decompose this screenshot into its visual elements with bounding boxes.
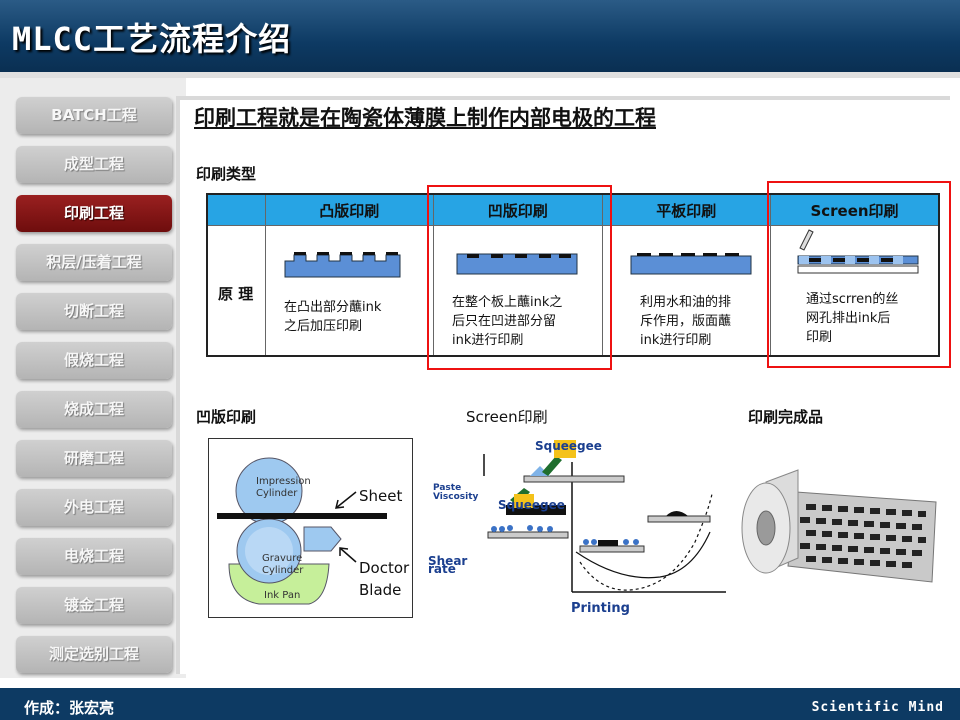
sidebar-item-firing[interactable]: 电烧工程 <box>16 538 172 575</box>
gravure-plate-diagram <box>456 253 578 275</box>
types-heading: 印刷类型 <box>196 165 257 183</box>
sidebar-item-stacking[interactable]: 积层/压着工程 <box>16 244 172 281</box>
highlight-gravure <box>427 185 612 370</box>
gravure-heading: 凹版印刷 <box>196 408 257 426</box>
sidebar-item-forming[interactable]: 成型工程 <box>16 146 172 183</box>
sidebar-item-testing[interactable]: 测定选别工程 <box>16 636 172 673</box>
sidebar-item-printing[interactable]: 印刷工程 <box>16 195 172 232</box>
doctor-blade-label: Doctor Blade <box>359 559 410 599</box>
sidebar-item-termination[interactable]: 外电工程 <box>16 489 172 526</box>
brand-text: Scientific Mind <box>811 700 944 715</box>
desc-planographic: 利用水和油的排 斥作用，版面蘸 ink进行印刷 <box>640 295 732 348</box>
screen-printing-diagram <box>483 440 726 593</box>
footer-bar <box>0 688 960 720</box>
screen-heading: Screen印刷 <box>466 408 548 426</box>
col-header-planographic: 平板印刷 <box>601 193 771 226</box>
gravure-cylinder-label: Gravure Cylinder <box>262 553 304 576</box>
author-text: 作成：张宏亮 <box>24 699 115 717</box>
relief-plate-diagram <box>284 252 401 278</box>
sidebar-item-plating[interactable]: 镀金工程 <box>16 587 172 624</box>
desc-relief: 在凸出部分蘸ink 之后加压印刷 <box>284 300 382 334</box>
ink-pan-label: Ink Pan <box>264 590 301 601</box>
printing-label: Printing <box>571 601 630 616</box>
finished-heading: 印刷完成品 <box>748 408 824 426</box>
highlight-screen <box>767 181 951 368</box>
printing-types-table: 凸版印刷 凹版印刷 平板印刷 Screen印刷 <box>206 193 940 357</box>
gravure-machine-diagram <box>217 457 387 605</box>
sidebar-item-cutting[interactable]: 切断工程 <box>16 293 172 330</box>
desc-gravure: 在整个板上蘸ink之 后只在凹进部分留 ink进行印刷 <box>452 295 563 348</box>
desc-screen: 通过scrren的丝 网孔排出ink后 印刷 <box>806 292 899 345</box>
header-bar <box>0 0 960 72</box>
squeegee-label-top: Squeegee <box>535 439 602 453</box>
gravure-diagram-frame <box>208 438 413 618</box>
col-header-gravure: 凹版印刷 <box>433 193 603 226</box>
sidebar-item-grinding[interactable]: 研磨工程 <box>16 440 172 477</box>
planographic-plate-diagram <box>630 253 752 275</box>
col-header-relief: 凸版印刷 <box>264 193 434 226</box>
header-divider <box>0 72 960 78</box>
sidebar-item-sintering[interactable]: 烧成工程 <box>16 391 172 428</box>
gravure-arrows <box>335 491 357 563</box>
rate-label: rate <box>428 562 456 576</box>
printed-sheet-roll-illustration <box>741 469 937 583</box>
slide-heading: 印刷工程就是在陶瓷体薄膜上制作内部电极的工程 <box>194 106 656 130</box>
screen-mesh-diagram <box>797 229 919 274</box>
sidebar-item-burnout[interactable]: 假烧工程 <box>16 342 172 379</box>
row-label-principle: 原 理 <box>218 285 254 303</box>
sheet-label: Sheet <box>359 487 403 505</box>
page-title: MLCC工艺流程介绍 <box>12 20 292 58</box>
sidebar-item-batch[interactable]: BATCH工程 <box>16 97 172 134</box>
squeegee-label-mid: Squeegee <box>498 498 565 512</box>
table-corner <box>206 193 266 226</box>
paste-viscosity-label: Paste Viscosity <box>433 483 479 502</box>
shear-label: Shear <box>428 554 468 568</box>
impression-cylinder-label: Impression Cylinder <box>256 476 311 499</box>
